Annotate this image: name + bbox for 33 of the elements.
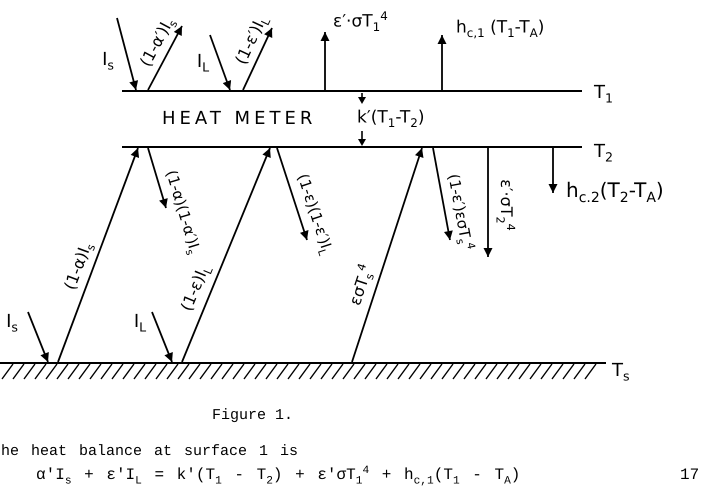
- equation: α′I$_{s}$ + ε′I$_{L}$ = k′(T$_{1}$ - T$_{2}$) + ε′σT$_{1}$$^{4}$ + h$_{c,1}$(T$_{1}$ - T$_{A}$): [36, 467, 520, 485]
- arrow: [116, 18, 138, 90]
- edge-label: I$_{s}$: [102, 50, 114, 70]
- arrow: [151, 312, 173, 362]
- body-text: he heat balance at surface 1 is: [1, 444, 298, 460]
- edge-label: I$_{L}$: [134, 312, 146, 332]
- arrow: [57, 148, 140, 362]
- edge-label: h$_{c.2}$(T$_{2}$-T$_{A}$): [566, 179, 664, 201]
- arrow: [242, 28, 273, 90]
- figure-caption: Figure 1.: [212, 408, 294, 424]
- arrow: [320, 32, 330, 90]
- temperature-label: T$_{2}$: [594, 142, 614, 162]
- edge-label: h$_{c,1}$ (T$_{1}$-T$_{A}$): [456, 18, 544, 38]
- arrow: [432, 148, 453, 240]
- arrow: [276, 148, 308, 240]
- hatched-ground: [0, 362, 606, 380]
- arrow: [147, 26, 183, 90]
- temperature-label: T$_{s}$: [612, 361, 630, 381]
- arrow: [438, 35, 446, 90]
- arrow: [484, 148, 492, 257]
- arrow: [147, 148, 168, 208]
- edge-label: I$_{L}$: [196, 52, 210, 72]
- arrow: [209, 34, 232, 90]
- arrow: [27, 312, 49, 362]
- equation-number: 17: [680, 467, 700, 485]
- band-label: HEAT METER: [162, 109, 316, 129]
- arrow: [351, 148, 424, 362]
- conduction-label: k′(T$_{1}$-T$_{2}$): [357, 108, 424, 128]
- arrow: [548, 148, 558, 193]
- arrow: [181, 148, 271, 362]
- heat-meter-band: [122, 90, 582, 148]
- temperature-label: T$_{1}$: [594, 83, 614, 103]
- edge-label: I$_{s}$: [6, 312, 18, 332]
